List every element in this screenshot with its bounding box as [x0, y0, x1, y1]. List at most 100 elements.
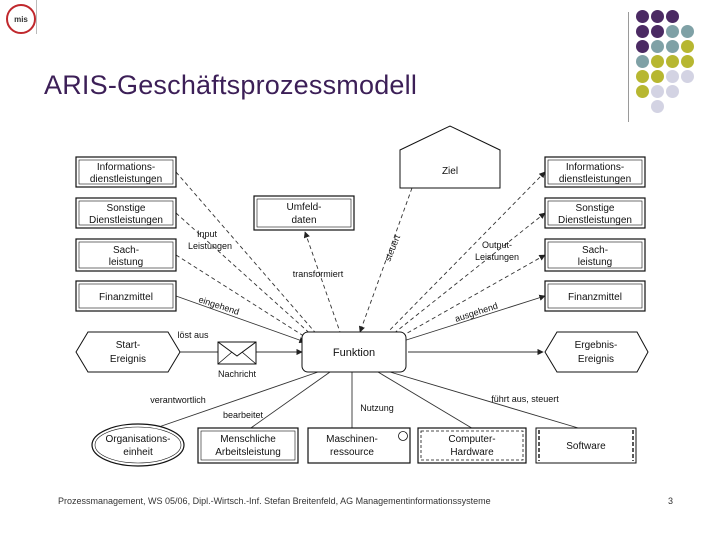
box-label: ressource	[330, 447, 374, 458]
nachricht-envelope-icon: Nachricht	[217, 341, 257, 379]
university-logo: mis	[6, 4, 36, 34]
ergebnis-ereignis-shape: Ergebnis- Ereignis	[544, 331, 649, 373]
label-loest-aus: löst aus	[177, 330, 209, 340]
box-label: Hardware	[450, 447, 494, 458]
decor-dot	[681, 40, 694, 53]
box-label: dienstleistungen	[559, 174, 631, 185]
logo-text: mis	[14, 14, 28, 24]
decor-dot	[636, 55, 649, 68]
box-label: Dienstleistungen	[89, 215, 163, 226]
funktion-label: Funktion	[333, 347, 375, 359]
connector-dashed	[387, 212, 546, 339]
maschinenressource-box: Maschinen- ressource	[307, 427, 411, 464]
box-label: Informations-	[97, 162, 155, 173]
box-label: Sonstige	[107, 203, 146, 214]
connector	[247, 371, 331, 431]
decor-dot	[666, 55, 679, 68]
event-label: Start-	[116, 340, 140, 351]
logo-divider	[36, 0, 37, 34]
decor-dot	[636, 85, 649, 98]
box-label: Finanzmittel	[568, 292, 622, 303]
box-label: Software	[566, 441, 606, 452]
ziel-shape: Ziel	[399, 125, 501, 189]
relation-labels: Input Leistungen Output- Leistungen steu…	[150, 229, 559, 420]
right-box-sachleistung: Sach- leistung	[544, 238, 646, 272]
decor-dot	[636, 70, 649, 83]
menschliche-arbeitsleistung-box: Menschliche Arbeitsleistung	[197, 427, 299, 464]
box-label: Computer-	[448, 434, 495, 445]
decor-dot	[666, 85, 679, 98]
start-ereignis-shape: Start- Ereignis	[75, 331, 181, 373]
label-input-leistungen: Leistungen	[188, 241, 232, 251]
decor-dot	[666, 10, 679, 23]
decor-dot	[651, 10, 664, 23]
decor-dot	[651, 25, 664, 38]
slide-footer: Prozessmanagement, WS 05/06, Dipl.-Wirts…	[58, 496, 491, 506]
box-label: Sach-	[582, 245, 608, 256]
box-label: Sach-	[113, 245, 139, 256]
label-steuert: steuert	[383, 233, 403, 263]
box-label: daten	[291, 215, 316, 226]
label-eingehend: eingehend	[197, 294, 240, 317]
left-input-boxes: Informations- dienstleistungen Sonstige …	[75, 156, 177, 312]
decor-dot	[681, 55, 694, 68]
connector-dashed	[381, 171, 546, 339]
decor-dot	[636, 25, 649, 38]
connection-lines	[149, 171, 586, 431]
connector	[175, 295, 306, 344]
decor-dot	[681, 70, 694, 83]
computer-hardware-box: Computer- Hardware	[417, 427, 527, 464]
right-output-boxes: Informations- dienstleistungen Sonstige …	[544, 156, 646, 312]
box-label: leistung	[109, 257, 143, 268]
decor-dot	[651, 100, 664, 113]
slide-title: ARIS-Geschäftsprozessmodell	[44, 70, 418, 100]
connector-dashed	[175, 254, 311, 341]
box-label: dienstleistungen	[90, 174, 162, 185]
event-label: Ergebnis-	[575, 340, 618, 351]
box-label: Informations-	[566, 162, 624, 173]
ziel-label: Ziel	[442, 166, 458, 177]
left-box-finanzmittel: Finanzmittel	[75, 280, 177, 312]
connector	[389, 371, 586, 431]
event-label: Ereignis	[110, 354, 146, 365]
software-box: Software	[535, 427, 637, 464]
decor-divider	[628, 12, 629, 122]
label-output-leistungen: Leistungen	[475, 252, 519, 262]
connector-dashed	[303, 231, 341, 333]
funktion-box: Funktion	[301, 331, 407, 373]
box-label: Finanzmittel	[99, 292, 153, 303]
connector-dashed	[175, 212, 316, 339]
decor-dot	[651, 85, 664, 98]
right-box-sonstige-dienstleistungen: Sonstige Dienstleistungen	[544, 197, 646, 229]
decor-dot	[651, 70, 664, 83]
label-ausgehend: ausgehend	[454, 301, 499, 324]
label-output: Output-	[482, 240, 512, 250]
decor-dot	[651, 55, 664, 68]
decor-dot	[636, 40, 649, 53]
connector	[399, 294, 546, 343]
label-input: Input	[197, 229, 218, 239]
nachricht-label: Nachricht	[218, 369, 257, 379]
connector-dashed	[394, 254, 546, 341]
box-label: Menschliche	[220, 434, 276, 445]
box-label: Maschinen-	[326, 434, 378, 445]
connector-dashed	[358, 187, 413, 333]
connector-dashed	[175, 171, 321, 339]
label-transformiert: transformiert	[293, 269, 344, 279]
box-label: Arbeitsleistung	[215, 447, 281, 458]
umfelddaten-box: Umfeld- daten	[253, 195, 355, 231]
label-fuehrt-aus: führt aus, steuert	[491, 394, 559, 404]
box-label: Dienstleistungen	[558, 215, 632, 226]
decor-dot	[681, 25, 694, 38]
organisationseinheit-ellipse: Organisations- einheit	[91, 423, 185, 467]
box-label: einheit	[123, 447, 153, 458]
left-box-sonstige-dienstleistungen: Sonstige Dienstleistungen	[75, 197, 177, 229]
event-label: Ereignis	[578, 354, 614, 365]
left-box-sachleistung: Sach- leistung	[75, 238, 177, 272]
right-box-finanzmittel: Finanzmittel	[544, 280, 646, 312]
box-label: leistung	[578, 257, 612, 268]
right-box-informationsdienstleistungen: Informations- dienstleistungen	[544, 156, 646, 188]
decor-dot	[666, 70, 679, 83]
decor-dot	[636, 10, 649, 23]
